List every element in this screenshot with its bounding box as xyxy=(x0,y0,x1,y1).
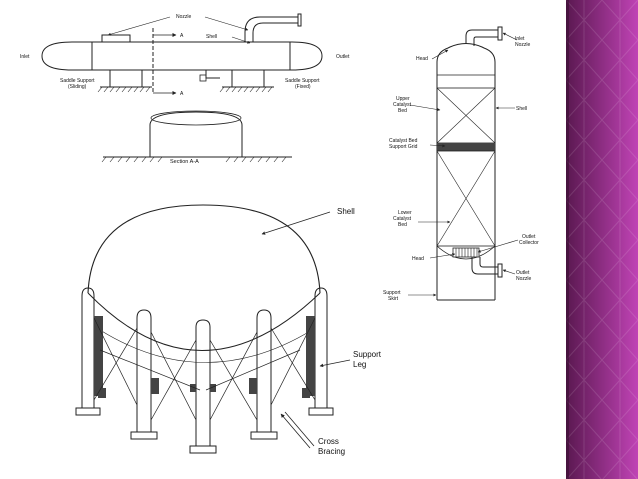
saddle-right-label: Saddle Support xyxy=(285,78,320,84)
outlet-collector-label-1: Outlet xyxy=(522,234,536,240)
grid-label-1: Catalyst Bed xyxy=(389,138,418,144)
support-legs xyxy=(75,287,334,454)
section-mark-bottom: A xyxy=(180,91,184,97)
cross-bracing xyxy=(93,317,316,421)
lower-bed-label-2: Catalyst xyxy=(393,216,412,222)
upper-bed-label-3: Bed xyxy=(398,108,407,114)
spherical-tank: Shell Support Leg Cross Bracing xyxy=(75,204,382,456)
cross-bracing-label-1: Cross xyxy=(318,437,339,446)
reactor-shell-label: Shell xyxy=(516,106,527,112)
lower-bed-label-3: Bed xyxy=(398,222,407,228)
leg-plate-right xyxy=(306,316,315,396)
section-a-a-label: Section A-A xyxy=(170,159,199,165)
skirt-label-1: Support xyxy=(383,290,401,296)
grid-label-2: Support Grid xyxy=(389,144,418,150)
reactor-head-top-label: Head xyxy=(416,56,428,62)
saddle-left-label: Saddle Support xyxy=(60,78,95,84)
inlet-nozzle-label-1: Inlet xyxy=(515,36,525,42)
upper-bed-label-1: Upper xyxy=(396,96,410,102)
drum-outlet-label: Outlet xyxy=(336,54,350,60)
vessel-diagrams: Nozzle Shell A A Inlet Outlet Saddle Sup… xyxy=(20,13,539,456)
drum-shell-label: Shell xyxy=(206,34,217,40)
catalytic-reactor: Inlet Nozzle Head Upper Catalyst Bed She… xyxy=(383,26,539,302)
upper-bed-label-2: Catalyst xyxy=(393,102,412,108)
outlet-nozzle-label-2: Nozzle xyxy=(516,276,532,282)
support-leg-label-1: Support xyxy=(353,350,382,359)
sphere-shell-label: Shell xyxy=(337,207,355,216)
drum-nozzle-label: Nozzle xyxy=(176,14,192,20)
saddle-right-sub-label: (Fixed) xyxy=(295,84,311,90)
support-grid-band xyxy=(437,143,495,151)
section-a-a-view: Section A-A xyxy=(101,110,292,165)
skirt-label-2: Skirt xyxy=(388,296,399,302)
saddle-left-sub-label: (Sliding) xyxy=(68,84,87,90)
drum-inlet-label: Inlet xyxy=(20,54,30,60)
cross-bracing-label-2: Bracing xyxy=(318,447,345,456)
inlet-nozzle-label-2: Nozzle xyxy=(515,42,531,48)
section-mark-top: A xyxy=(180,33,184,39)
reactor-head-bottom-label: Head xyxy=(412,256,424,262)
outlet-collector-label-2: Collector xyxy=(519,240,539,246)
leg-plate-left xyxy=(94,316,103,396)
decorative-sidebar xyxy=(566,0,638,479)
lower-bed-label-1: Lower xyxy=(398,210,412,216)
outlet-nozzle-label-1: Outlet xyxy=(516,270,530,276)
support-leg-label-2: Leg xyxy=(353,360,366,369)
horizontal-drum: Nozzle Shell A A Inlet Outlet Saddle Sup… xyxy=(20,13,350,97)
